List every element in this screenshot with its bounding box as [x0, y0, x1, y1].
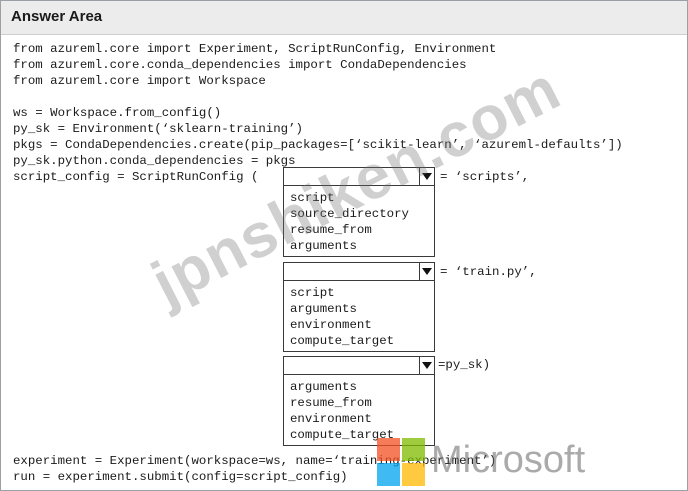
dropdown-2-option[interactable]: compute_target	[290, 334, 395, 348]
code-line-environment: py_sk = Environment(‘sklearn-training’)	[13, 122, 303, 136]
code-line-workspace: ws = Workspace.from_config()	[13, 106, 222, 120]
dropdown-2-suffix: = ‘train.py’,	[440, 265, 537, 279]
code-line-import-conda: from azureml.core.conda_dependencies imp…	[13, 58, 467, 72]
chevron-down-icon[interactable]	[419, 357, 434, 374]
dropdown-1-option[interactable]: script	[290, 191, 335, 205]
dropdown-3-option[interactable]: compute_target	[290, 428, 395, 442]
dropdown-2-options: script arguments environment compute_tar…	[284, 281, 434, 351]
dropdown-3-options: arguments resume_from environment comput…	[284, 375, 434, 445]
code-line-import-workspace: from azureml.core import Workspace	[13, 74, 266, 88]
dropdown-2[interactable]: script arguments environment compute_tar…	[283, 262, 435, 352]
code-line-submit: run = experiment.submit(config=script_co…	[13, 470, 348, 484]
dropdown-3-option[interactable]: resume_from	[290, 396, 372, 410]
dropdown-1-option[interactable]: resume_from	[290, 223, 372, 237]
chevron-down-icon[interactable]	[419, 168, 434, 185]
code-line-pkgs: pkgs = CondaDependencies.create(pip_pack…	[13, 138, 623, 152]
dropdown-3-option[interactable]: environment	[290, 412, 372, 426]
dropdown-3-suffix: =py_sk)	[438, 358, 491, 372]
code-line-experiment: experiment = Experiment(workspace=ws, na…	[13, 454, 497, 468]
chevron-down-icon[interactable]	[419, 263, 434, 280]
answer-area-header: Answer Area	[1, 1, 687, 35]
code-line-conda-deps: py_sk.python.conda_dependencies = pkgs	[13, 154, 296, 168]
dropdown-1[interactable]: script source_directory resume_from argu…	[283, 167, 435, 257]
dropdown-2-option[interactable]: environment	[290, 318, 372, 332]
dropdown-2-option[interactable]: arguments	[290, 302, 357, 316]
dropdown-1-selected[interactable]	[284, 168, 434, 186]
dropdown-1-options: script source_directory resume_from argu…	[284, 186, 434, 256]
dropdown-3[interactable]: arguments resume_from environment comput…	[283, 356, 435, 446]
code-line-script-config: script_config = ScriptRunConfig (	[13, 170, 259, 184]
dropdown-2-selected[interactable]	[284, 263, 434, 281]
dropdown-1-option[interactable]: arguments	[290, 239, 357, 253]
code-line-import-experiment: from azureml.core import Experiment, Scr…	[13, 42, 497, 56]
dropdown-1-option[interactable]: source_directory	[290, 207, 409, 221]
dropdown-3-selected[interactable]	[284, 357, 434, 375]
dropdown-3-option[interactable]: arguments	[290, 380, 357, 394]
answer-area-title: Answer Area	[11, 8, 103, 25]
dropdown-1-suffix: = ‘scripts’,	[440, 170, 530, 184]
dropdown-2-option[interactable]: script	[290, 286, 335, 300]
